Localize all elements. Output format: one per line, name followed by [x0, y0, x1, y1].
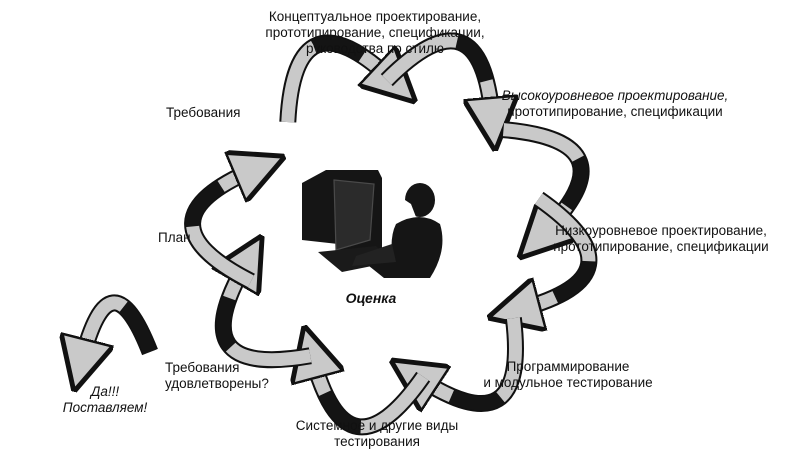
arrow-shadow [414, 317, 523, 411]
exit-line1: Да!!! [90, 384, 120, 399]
step-plan-label: План [158, 230, 191, 246]
step-high-level-line2: прототипирование, спецификации [507, 104, 723, 119]
step-system-testing-label: Системное и другие виды тестирования [282, 418, 472, 450]
step-conceptual-line2: прототипирование, спецификации, [265, 25, 485, 40]
exit-line2: Поставляем! [62, 400, 148, 415]
arrow-shadow [502, 122, 589, 241]
exit-arrow [75, 294, 158, 362]
arrow-shadow [216, 260, 312, 367]
cycle-arrow-plan [184, 162, 258, 289]
step-plan-line1: План [158, 230, 191, 245]
person-at-computer-icon [302, 170, 443, 278]
cycle-arrow-programming [414, 317, 524, 411]
step-high-level-line1: Высокоуровневое проектирование, [501, 88, 729, 103]
step-system-testing-line2: тестирования [334, 434, 420, 449]
step-requirements-line1: Требования [166, 105, 241, 120]
arrow-shadow [185, 162, 258, 288]
cycle-arrows [184, 32, 598, 436]
arrow-shadow [305, 355, 429, 434]
arrow-shadow [381, 33, 500, 120]
step-requirements-met-line2: удовлетворены? [165, 376, 269, 391]
center-evaluation-text: Оценка [345, 290, 397, 306]
step-programming-line1: Программирование [506, 359, 630, 374]
arrow-shadow [517, 193, 596, 317]
step-low-level-line1: Низкоуровневое проектирование, [555, 223, 767, 238]
step-high-level-label: Высокоуровневое проектирование, прототип… [490, 88, 740, 120]
step-programming-line2: и модульное тестирование [483, 375, 653, 390]
cycle-arrow-requirements [279, 34, 397, 123]
step-requirements-met-label: Требования удовлетворены? [165, 360, 269, 392]
step-system-testing-line1: Системное и другие виды [295, 418, 459, 433]
cycle-arrow-conceptual [380, 32, 500, 120]
step-programming-label: Программирование и модульное тестировани… [470, 359, 666, 391]
step-conceptual-line3: руководства по стилю [305, 41, 445, 56]
step-low-level-line2: прототипирование, спецификации [553, 239, 769, 254]
step-requirements-met-line1: Требования [165, 360, 240, 375]
cycle-arrow-requirements-met [216, 260, 312, 369]
cycle-arrow-system-testing [305, 355, 431, 436]
step-conceptual-label: Концептуальное проектирование, прототипи… [255, 9, 495, 57]
step-requirements-label: Требования [166, 105, 240, 121]
exit-arrow-shadow [75, 296, 157, 362]
exit-label: Да!!! Поставляем! [55, 384, 155, 416]
step-low-level-label: Низкоуровневое проектирование, прототипи… [543, 223, 779, 255]
cycle-arrow-low-level [517, 191, 598, 317]
center-evaluation-label: Оценка [336, 290, 406, 306]
arrow-shadow [280, 36, 397, 123]
step-conceptual-line1: Концептуальное проектирование, [268, 9, 482, 24]
